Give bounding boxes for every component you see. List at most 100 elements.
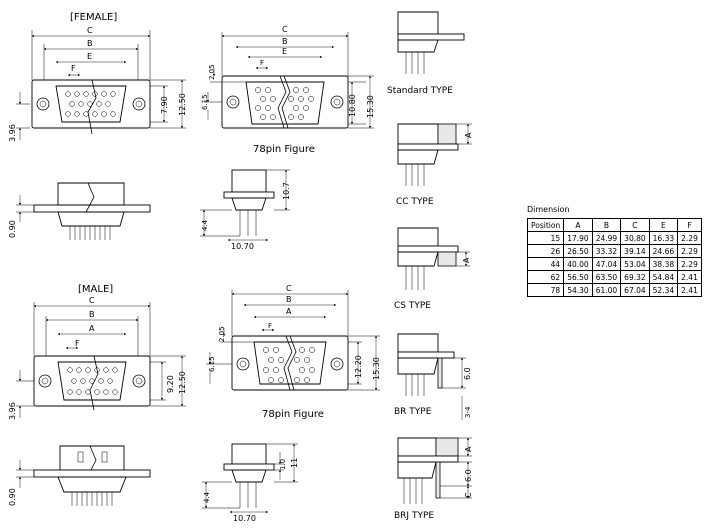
cell: 53.04 <box>620 257 650 271</box>
dim-c-label: C <box>87 26 93 35</box>
table-row: 62 56.50 63.50 69.32 54.84 2.41 <box>526 270 702 284</box>
header-c: C <box>620 218 650 232</box>
dim-1530-bot78: 15.30 <box>372 357 381 380</box>
cell: 52.34 <box>648 283 679 297</box>
header-e: E <box>648 218 679 232</box>
header-f: F <box>677 218 702 232</box>
table-row: 78 54.30 61.00 67.04 52.34 2.41 <box>526 283 702 297</box>
dim-f-label: F <box>71 64 76 73</box>
dim-c-bot78: C <box>286 284 292 293</box>
dim-a-cs: A <box>462 257 471 263</box>
cell: 63.50 <box>591 270 622 284</box>
male-title: [MALE] <box>78 284 113 295</box>
dim-44-bot78: 4.4 <box>203 491 211 503</box>
dim-1250-label: 12.50 <box>178 93 187 116</box>
cell: 26 <box>526 244 565 258</box>
pin78-figure-top-label: 78pin Figure <box>253 144 315 155</box>
cell: 2.29 <box>677 257 702 271</box>
cell: 2.29 <box>677 231 702 245</box>
cell: 24.66 <box>648 244 679 258</box>
dim-f-bot78: F <box>268 322 272 330</box>
dim-205-top78: 2.05 <box>208 64 216 80</box>
pin78-front-view-bottom: C B A F 2.05 6.15 12.20 15.30 <box>206 284 381 420</box>
cell: 62 <box>526 270 565 284</box>
standard-type-view: Standard TYPE <box>387 11 465 96</box>
cell: 2.41 <box>677 270 702 284</box>
cell: 2.41 <box>677 283 702 297</box>
dim-c-top78: C <box>282 25 288 34</box>
dim-e-top78: E <box>282 47 287 56</box>
dimension-table: Position A B C E F 15 17.90 24.99 30.80 … <box>526 218 702 297</box>
dim-790-label: 7.90 <box>160 96 169 114</box>
dimension-table-title: Dimension <box>527 205 570 214</box>
cell: 40.00 <box>563 257 593 271</box>
dim-b-male: B <box>89 310 95 319</box>
dim-396-male: 3.96 <box>8 402 17 420</box>
brj-type-label: BRJ TYPE <box>394 511 434 521</box>
dim-44-top78: 4.4 <box>201 219 209 231</box>
cell: 67.04 <box>620 283 650 297</box>
cell: 24.99 <box>591 231 622 245</box>
female-front-view: [FEMALE] C B E F 7.90 12.50 <box>8 12 187 142</box>
table-header-row: Position A B C E F <box>526 218 702 232</box>
dim-10-bot78: 1.0 <box>279 459 287 470</box>
dim-205-bot78: 2.05 <box>218 326 226 342</box>
dim-396-label: 3.96 <box>8 124 17 142</box>
cell: 54.30 <box>563 283 593 297</box>
cell: 39.14 <box>620 244 650 258</box>
dim-c-brj: C <box>464 492 473 498</box>
br-type-label: BR TYPE <box>394 407 432 417</box>
dim-c-male: C <box>89 296 95 305</box>
table-row: 44 40.00 47.04 53.04 38.38 2.29 <box>526 257 702 271</box>
dim-1250-male: 12.50 <box>178 371 187 394</box>
table-row: 26 26.50 33.32 39.14 24.66 2.29 <box>526 244 702 258</box>
cell: 38.38 <box>648 257 679 271</box>
cell: 33.32 <box>591 244 622 258</box>
cell: 2.29 <box>677 244 702 258</box>
dim-b-top78: B <box>282 37 288 46</box>
male-front-view: [MALE] C B A F 9.20 12.50 <box>8 284 187 420</box>
female-side-view: 0.90 <box>8 182 151 240</box>
pin78-figure-bottom-label: 78pin Figure <box>262 409 324 420</box>
dim-a-bot78: A <box>286 307 292 316</box>
dim-615-top78: 6.15 <box>201 94 209 110</box>
br-type-view: 6.0 3-4 BR TYPE <box>394 333 472 420</box>
cell: 30.80 <box>620 231 650 245</box>
cell: 78 <box>526 283 565 297</box>
dim-34-br: 3-4 <box>464 406 472 418</box>
dim-a-male: A <box>89 324 95 333</box>
dim-1070-bot78: 10.70 <box>233 514 256 523</box>
cell: 44 <box>526 257 565 271</box>
cc-type-label: CC TYPE <box>396 197 434 207</box>
dim-090-male: 0.90 <box>8 488 17 506</box>
header-b: B <box>591 218 622 232</box>
dim-f-top78: F <box>260 59 264 67</box>
female-title: [FEMALE] <box>70 12 117 23</box>
dim-920-male: 9.20 <box>166 375 175 393</box>
pin78-side-view-bottom: 1.0 11 4.4 10.70 <box>202 443 299 523</box>
dim-e-label: E <box>87 52 92 61</box>
cc-type-view: A CC TYPE <box>396 123 473 207</box>
dim-b-label: B <box>87 39 93 48</box>
cs-type-label: CS TYPE <box>394 301 431 311</box>
pin78-side-view-top: 10.7 4.4 10.70 <box>200 169 291 251</box>
dim-1070-top78: 10.70 <box>231 242 254 251</box>
standard-type-label: Standard TYPE <box>387 86 453 96</box>
dim-b-bot78: B <box>286 295 292 304</box>
cell: 56.50 <box>563 270 593 284</box>
male-side-view: 0.90 <box>8 445 151 506</box>
dim-615-bot78: 6.15 <box>208 356 216 372</box>
cell: 69.32 <box>620 270 650 284</box>
cell: 26.50 <box>563 244 593 258</box>
header-position: Position <box>526 218 565 232</box>
cell: 47.04 <box>591 257 622 271</box>
dim-60-brj: 6.0 <box>464 469 473 482</box>
dim-a-brj: A <box>464 446 473 452</box>
cell: 54.84 <box>648 270 679 284</box>
cell: 15 <box>526 231 565 245</box>
cs-type-view: A CS TYPE <box>394 227 471 311</box>
table-row: 15 17.90 24.99 30.80 16.33 2.29 <box>526 231 702 245</box>
dim-11-bot78: 11 <box>290 458 299 468</box>
header-a: A <box>563 218 593 232</box>
